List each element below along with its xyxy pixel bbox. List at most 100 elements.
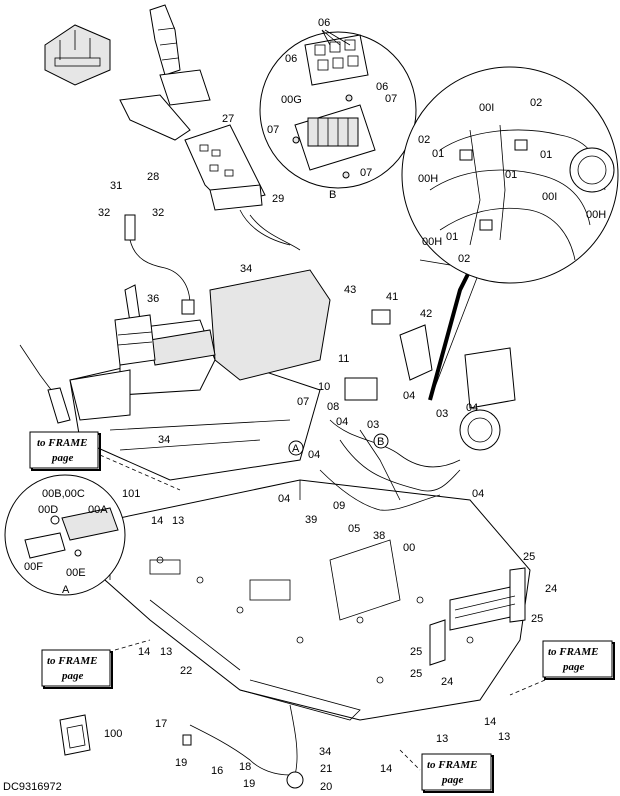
- part-callout: 34: [158, 434, 170, 446]
- detail-c-circle: [401, 66, 619, 284]
- detail-b-letter: B: [329, 189, 336, 201]
- floor-plate: [104, 479, 531, 721]
- part-callout: 20: [320, 781, 332, 793]
- part-callout: 03: [436, 408, 448, 420]
- part-callout: 05: [348, 523, 360, 535]
- svg-text:page: page: [51, 452, 74, 464]
- frame-link-2[interactable]: to FRAME page: [41, 649, 113, 689]
- part-callout: 38: [373, 530, 385, 542]
- part-callout: 04: [472, 488, 484, 500]
- detail-b-callout: 06: [285, 53, 297, 65]
- drawing-code: DC9316972: [3, 781, 62, 793]
- part-callout: 14: [138, 646, 150, 658]
- part-callout: 11: [338, 353, 349, 365]
- part-callout: 101: [122, 488, 140, 500]
- circle-marker-a: A: [288, 440, 304, 456]
- detail-c-callout: 00H: [418, 173, 438, 185]
- svg-text:page: page: [61, 670, 84, 682]
- part-callout: 21: [320, 763, 332, 775]
- part-callout: 04: [466, 402, 478, 414]
- part-callout: 04: [308, 449, 320, 461]
- part-callout: 100: [104, 728, 122, 740]
- part-callout: 34: [240, 263, 252, 275]
- part-callout: 32: [98, 207, 110, 219]
- left-lever: [19, 344, 71, 424]
- part-callout: 03: [367, 419, 379, 431]
- part-callout: 04: [336, 416, 348, 428]
- detail-c-callout: 00H: [422, 236, 442, 248]
- part-callout: 31: [110, 180, 122, 192]
- right-console: [119, 94, 301, 251]
- part-callout: 13: [160, 646, 172, 658]
- part-callout: 41: [386, 291, 398, 303]
- detail-c-callout: 00I: [542, 191, 557, 203]
- part-callout: 25: [410, 646, 422, 658]
- manual-100-icon: [59, 714, 91, 756]
- part-callout: 09: [333, 500, 345, 512]
- frame-link-1[interactable]: to FRAME page: [29, 431, 101, 471]
- part-callout: 14: [484, 716, 496, 728]
- detail-c-callout: 01: [432, 148, 444, 160]
- part-callout: 14: [151, 515, 163, 527]
- part-callout: 25: [410, 668, 422, 680]
- part-callout: 17: [155, 718, 167, 730]
- detail-c-callout: 01: [446, 231, 458, 243]
- part-callout: 29: [272, 193, 284, 205]
- svg-text:to FRAME: to FRAME: [427, 759, 477, 771]
- part-callout: 19: [243, 778, 255, 790]
- part-callout: 25: [531, 613, 543, 625]
- part-callout: 10: [318, 381, 330, 393]
- part-callout: 39: [305, 514, 317, 526]
- svg-text:page: page: [441, 774, 464, 786]
- part-callout: 36: [147, 293, 159, 305]
- part-callout: 27: [222, 113, 234, 125]
- part-callout: 04: [278, 493, 290, 505]
- part-callout: 00: [403, 542, 415, 554]
- detail-c-callout: 00I: [479, 102, 494, 114]
- part-callout: 25: [523, 551, 535, 563]
- part-callout: 19: [175, 757, 187, 769]
- detail-b-callout: 07: [385, 93, 397, 105]
- harness-36: [124, 214, 195, 315]
- detail-c-callout: 02: [530, 97, 542, 109]
- detail-c-callout: 02: [458, 253, 470, 265]
- detail-c-callout: 01: [540, 149, 552, 161]
- part-callout: 13: [498, 731, 510, 743]
- bracket-plates: [429, 567, 526, 666]
- svg-text:to FRAME: to FRAME: [47, 655, 97, 667]
- svg-text:B: B: [377, 436, 384, 448]
- svg-text:to FRAME: to FRAME: [37, 437, 87, 449]
- detail-a-callout: 00F: [24, 561, 43, 573]
- svg-text:to FRAME: to FRAME: [548, 646, 598, 658]
- joystick-left: [114, 284, 156, 366]
- detail-a-callout: 00E: [66, 567, 86, 579]
- part-callout: 42: [420, 308, 432, 320]
- detail-a-circle: [4, 474, 126, 596]
- part-callout: 04: [403, 390, 415, 402]
- detail-b-callout: 06: [376, 81, 388, 93]
- harness-16: [182, 704, 304, 789]
- controller-boxes: [319, 309, 516, 511]
- part-callout: 24: [441, 676, 453, 688]
- detail-b-circle: [259, 29, 417, 189]
- part-callout: 18: [239, 761, 251, 773]
- detail-b-callout: 07: [360, 167, 372, 179]
- frame-link-3[interactable]: to FRAME page: [542, 640, 615, 680]
- part-callout: 07: [297, 396, 309, 408]
- part-callout: 28: [147, 171, 159, 183]
- svg-text:page: page: [562, 661, 585, 673]
- detail-b-callout: 06: [318, 17, 330, 29]
- part-callout: 24: [545, 583, 557, 595]
- detail-b-callout: 07: [267, 124, 279, 136]
- part-callout: 13: [436, 733, 448, 745]
- detail-c-callout: 00H: [586, 209, 606, 221]
- detail-a-callout: 00B,00C: [42, 488, 85, 500]
- logo-icon: [44, 24, 111, 86]
- detail-a-callout: 00D: [38, 504, 58, 516]
- frame-link-4[interactable]: to FRAME page: [421, 753, 494, 793]
